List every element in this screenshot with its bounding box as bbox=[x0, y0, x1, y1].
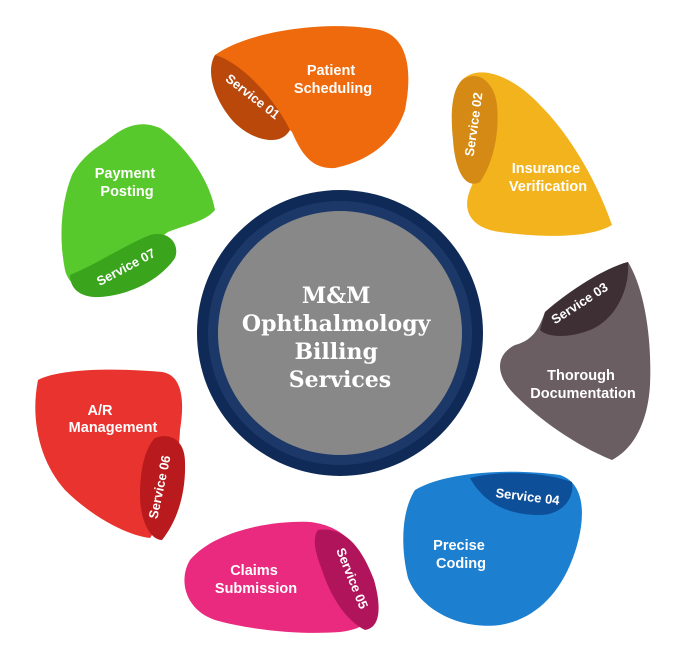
center-title-line: M&M bbox=[302, 283, 371, 309]
title-line: Patient bbox=[307, 63, 356, 79]
center-title-line: Ophthalmology bbox=[242, 311, 432, 337]
title-line: Claims bbox=[230, 563, 278, 579]
title-line: Coding bbox=[436, 556, 486, 572]
petal-title-06: A/R Management bbox=[69, 403, 158, 436]
service-petal-04: Precise Coding Service 04 bbox=[403, 471, 582, 626]
center-hub: M&M Ophthalmology Billing Services bbox=[197, 190, 483, 476]
tab-shape-05 bbox=[314, 529, 379, 630]
petal-title-01: Patient Scheduling bbox=[294, 63, 372, 97]
center-title-line: Billing bbox=[294, 339, 377, 365]
title-line: Management bbox=[69, 420, 158, 436]
title-line: Submission bbox=[215, 581, 297, 597]
tab-shape-01 bbox=[211, 55, 290, 141]
petal-title-07: Payment Posting bbox=[95, 166, 159, 200]
title-line: Insurance bbox=[512, 161, 581, 177]
petal-title-05: Claims Submission bbox=[215, 563, 297, 597]
title-line: Posting bbox=[100, 184, 153, 200]
petal-shape-07 bbox=[61, 124, 215, 289]
petal-title-04: Precise Coding bbox=[433, 538, 489, 572]
tab-shape-03 bbox=[540, 262, 629, 336]
service-petal-05: Claims Submission Service 05 bbox=[184, 521, 379, 633]
tab-shape-04 bbox=[470, 473, 573, 515]
petal-title-02: Insurance Verification bbox=[509, 161, 587, 195]
center-title: M&M Ophthalmology Billing Services bbox=[242, 283, 438, 393]
center-circle bbox=[218, 211, 462, 455]
service-petal-02: Insurance Verification Service 02 bbox=[451, 72, 612, 236]
title-line: Verification bbox=[509, 179, 587, 195]
tab-shape-06 bbox=[140, 436, 186, 540]
tab-shape-07 bbox=[70, 234, 177, 298]
service-petal-06: A/R Management Service 06 bbox=[35, 369, 186, 540]
title-line: Documentation bbox=[530, 386, 636, 402]
title-line: Payment bbox=[95, 166, 156, 182]
service-petal-07: Payment Posting Service 07 bbox=[61, 124, 215, 298]
title-line: Scheduling bbox=[294, 81, 372, 97]
center-title-line: Services bbox=[289, 367, 391, 393]
petal-shape-01 bbox=[215, 26, 409, 169]
service-petal-01: Patient Scheduling Service 01 bbox=[211, 26, 409, 169]
tab-shape-02 bbox=[451, 76, 498, 184]
title-line: A/R bbox=[87, 403, 113, 419]
title-line: Thorough bbox=[547, 368, 615, 384]
petal-title-03: Thorough Documentation bbox=[530, 368, 636, 402]
service-petal-03: Thorough Documentation Service 03 bbox=[500, 262, 651, 460]
title-line: Precise bbox=[433, 538, 485, 554]
